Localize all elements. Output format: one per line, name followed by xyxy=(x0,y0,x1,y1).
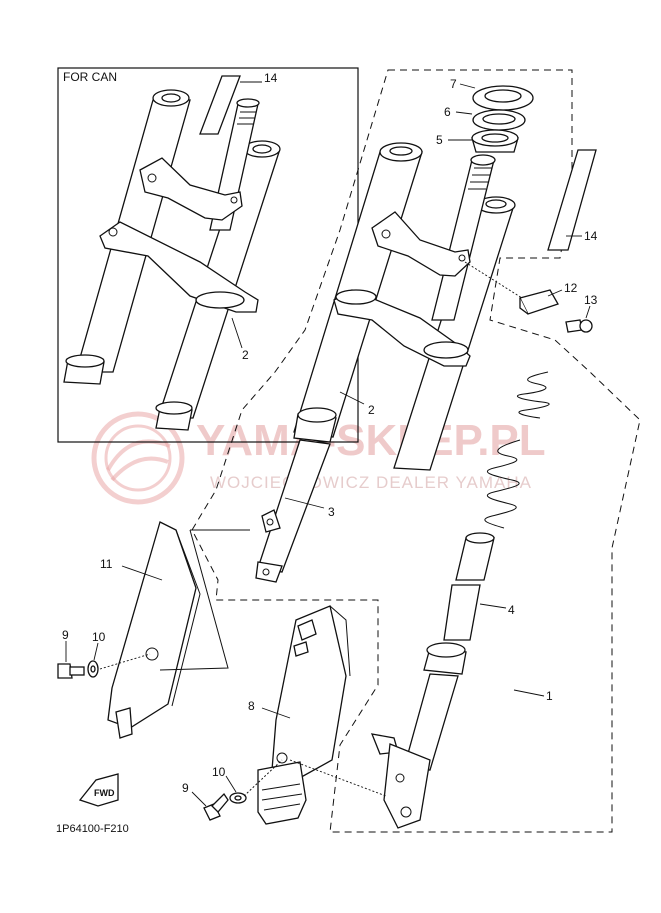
callout-14: 14 xyxy=(584,229,598,243)
fwd-badge: FWD xyxy=(78,773,119,807)
fork-guard-8 xyxy=(257,605,351,825)
washer-10-left xyxy=(87,660,99,678)
main-reflector-tape xyxy=(547,149,597,251)
callout-8: 8 xyxy=(248,699,255,713)
assembly-outline-1 xyxy=(191,69,641,833)
callout-10-bottom: 10 xyxy=(212,765,226,779)
inset-under-bracket xyxy=(99,221,259,313)
inset-reflector-tape xyxy=(199,75,241,135)
callout-6: 6 xyxy=(444,105,451,119)
cable-guide-12 xyxy=(519,289,559,315)
callout-5: 5 xyxy=(436,133,443,147)
callout-9-bottom: 9 xyxy=(182,781,189,795)
bearing-race-7 xyxy=(472,85,534,111)
callouts: 7 6 5 14 12 13 2 3 4 1 8 11 9 10 10 9 xyxy=(62,77,598,807)
main-upper-bracket xyxy=(371,211,471,277)
callout-1: 1 xyxy=(546,689,553,703)
bearing-6 xyxy=(472,109,526,131)
inset-title: FOR CAN xyxy=(63,70,117,84)
callout-2: 2 xyxy=(368,403,375,417)
callout-9-left: 9 xyxy=(62,628,69,642)
drawing-code: 1P64100-F210 xyxy=(56,823,129,835)
watermark-subtext: WOJCIECHOWICZ DEALER YAMAHA xyxy=(210,473,532,492)
callout-4: 4 xyxy=(508,603,515,617)
fork-guard-11 xyxy=(107,521,201,739)
bolt-13 xyxy=(565,319,593,333)
inset-for-can: FOR CAN xyxy=(57,67,359,443)
damper-rod-4 xyxy=(423,532,495,675)
callout-10-left: 10 xyxy=(92,630,106,644)
bolt-9-bottom xyxy=(203,792,229,821)
callout-14-inset: 14 xyxy=(264,71,278,85)
callout-11: 11 xyxy=(100,557,113,571)
main-right-fork-tube xyxy=(393,196,516,471)
callout-12: 12 xyxy=(564,281,578,295)
washer-10-bottom xyxy=(229,792,247,804)
fork-spring xyxy=(484,371,550,529)
watermark-logo xyxy=(91,411,185,505)
callout-2-inset: 2 xyxy=(242,348,249,362)
callout-7: 7 xyxy=(450,77,457,91)
outer-tube-3 xyxy=(255,439,331,583)
fwd-badge-text: FWD xyxy=(94,788,115,798)
bolt-9-left xyxy=(57,663,85,679)
callout-13: 13 xyxy=(584,293,598,307)
lower-outer-tube xyxy=(370,673,459,829)
bearing-race-5 xyxy=(471,129,519,153)
callout-3: 3 xyxy=(328,505,335,519)
watermark-text: YAMA-SKLEP.PL xyxy=(196,416,546,465)
inset-upper-bracket xyxy=(139,157,243,221)
